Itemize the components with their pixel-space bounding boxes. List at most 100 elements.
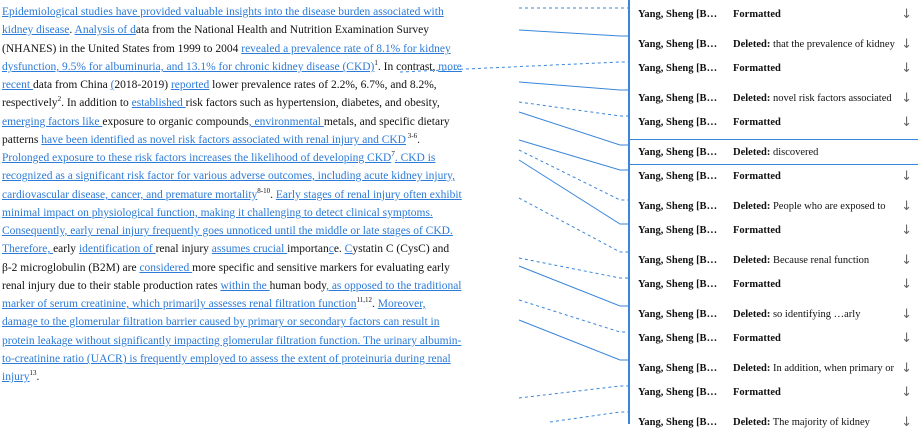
revision-author: Yang, Sheng [B… (638, 332, 718, 344)
tracked-insertion: protein leakage without significantly im… (2, 335, 462, 347)
document-line[interactable]: emerging factors like exposure to organi… (2, 116, 516, 129)
expand-arrow-icon[interactable]: ↓ (901, 222, 912, 238)
expand-arrow-icon[interactable]: ↓ (901, 252, 912, 268)
revision-detail-text: novel risk factors associated (770, 92, 892, 104)
expand-arrow-icon[interactable]: ↓ (901, 276, 912, 292)
revision-author: Yang, Sheng [B… (638, 224, 718, 236)
tracked-insertion: emerging factors like (2, 116, 103, 128)
document-line[interactable]: protein leakage without significantly im… (2, 335, 516, 348)
citation-superscript: 2 (57, 95, 62, 104)
revision-detail-text: discovered (770, 146, 819, 158)
tracked-insertion: Therefore, (2, 243, 54, 255)
revision-author: Yang, Sheng [B… (638, 254, 718, 266)
expand-arrow-icon[interactable]: ↓ (901, 414, 912, 430)
document-line[interactable]: recognized as a significant risk factor … (2, 170, 516, 183)
citation-superscript: 7 (391, 150, 395, 159)
expand-arrow-icon[interactable]: ↓ (901, 198, 912, 214)
text-run: β-2 microglobulin (B2M) are (2, 262, 140, 274)
revision-deleted-item[interactable]: Yang, Sheng [B…Deleted: novel risk facto… (630, 86, 918, 110)
document-line[interactable]: recent data from China (2018-2019) repor… (2, 79, 516, 92)
text-run: . (371, 298, 378, 310)
expand-arrow-icon[interactable]: ↓ (901, 330, 912, 346)
document-line[interactable]: β-2 microglobulin (B2M) are considered m… (2, 262, 516, 275)
revision-formatted-item[interactable]: Yang, Sheng [B… Formatted ↓ (630, 326, 918, 350)
tracked-insertion: dysfunction, 9.5% for albuminuria, and 1… (2, 61, 375, 73)
revision-type-label: Deleted: (733, 308, 771, 320)
revision-formatted-item[interactable]: Yang, Sheng [B…Formatted↓ (630, 164, 918, 188)
revision-deleted-item[interactable]: Yang, Sheng [B…Deleted: People who are e… (630, 194, 918, 218)
revision-deleted-item[interactable]: Yang, Sheng [B…Deleted: Because renal fu… (630, 248, 918, 272)
tracked-insertion: Early stages of renal injury often exhib… (275, 189, 462, 201)
revision-type-label: Formatted (733, 332, 781, 344)
revision-formatted-item[interactable]: Yang, Sheng [B…Formatted↓ (630, 110, 918, 134)
text-run: lower prevalence rates of 2.2%, 6.7%, an… (209, 79, 437, 91)
revision-description: Formatted (733, 387, 903, 398)
tracked-insertion: . CKD is (394, 152, 436, 164)
expand-arrow-icon[interactable]: ↓ (901, 6, 912, 22)
text-run: importan (287, 243, 329, 255)
tracked-insertion: revealed a prevalence rate of 8.1% for k… (241, 43, 451, 55)
expand-arrow-icon[interactable]: ↓ (901, 60, 912, 76)
revision-formatted-item[interactable]: Yang, Sheng [B…Formatted↓ (630, 272, 918, 296)
revision-connector (518, 29, 630, 37)
revision-detail-text: Because renal function (770, 254, 870, 266)
document-line[interactable]: Therefore, early identification of renal… (2, 243, 516, 256)
tracked-insertion: recognized as a significant risk factor … (2, 170, 456, 182)
revision-formatted-item[interactable]: Yang, Sheng [B… Formatted↓ (630, 218, 918, 242)
document-line[interactable]: respectively2. In addition to establishe… (2, 95, 516, 110)
revision-description: Deleted: so identifying …arly (733, 309, 903, 320)
revision-deleted-item[interactable]: Yang, Sheng [B…Deleted: so identifying …… (630, 302, 918, 326)
tracked-insertion: Prolonged exposure to these risk factors… (2, 152, 392, 164)
expand-arrow-icon[interactable]: ↓ (901, 36, 912, 52)
document-line[interactable]: renal injury due to their stable product… (2, 280, 516, 293)
document-line[interactable]: minimal impact on physiological function… (2, 207, 516, 220)
revision-type-label: Formatted (733, 278, 781, 290)
document-line[interactable]: (NHANES) in the United States from 1999 … (2, 43, 516, 56)
citation-superscript: 8-10 (257, 187, 271, 196)
tracked-insertion: to-creatinine ratio (UACR) is frequently… (2, 353, 451, 365)
document-line[interactable]: to-creatinine ratio (UACR) is frequently… (2, 353, 516, 366)
revision-description: Deleted: In addition, when primary or (733, 363, 903, 374)
text-run: exposure to organic compounds (102, 116, 249, 128)
tracked-insertion: C (344, 243, 353, 255)
expand-arrow-icon[interactable]: ↓ (901, 384, 912, 400)
document-line[interactable]: Epidemiological studies have provided va… (2, 6, 516, 19)
document-line[interactable]: Consequently, early renal injury frequen… (2, 225, 516, 238)
document-line[interactable]: Prolonged exposure to these risk factors… (2, 150, 516, 165)
expand-arrow-icon[interactable]: ↓ (901, 114, 912, 130)
revision-connector (518, 159, 630, 225)
document-line[interactable]: patterns have been identified as novel r… (2, 133, 516, 147)
revision-type-label: Deleted: (733, 362, 771, 374)
text-run: e. (333, 243, 345, 255)
revision-formatted-item[interactable]: Yang, Sheng [B…Formatted↓ (630, 2, 918, 26)
revision-type-label: Deleted: (733, 200, 771, 212)
document-line[interactable]: damage to the glomerular filtration barr… (2, 316, 516, 329)
revision-author: Yang, Sheng [B… (638, 38, 718, 50)
document-body[interactable]: Epidemiological studies have provided va… (0, 0, 518, 424)
text-run: early (53, 243, 79, 255)
document-line[interactable]: kidney disease. Analysis of data from th… (2, 24, 516, 37)
document-line[interactable]: cardiovascular disease, cancer, and prem… (2, 187, 516, 202)
expand-arrow-icon[interactable]: ↓ (901, 306, 912, 322)
document-line[interactable]: marker of serum creatinine, which primar… (2, 297, 516, 311)
revision-deleted-item[interactable]: Yang, Sheng [B… Deleted: that the prevale… (630, 32, 918, 56)
expand-arrow-icon[interactable]: ↓ (901, 90, 912, 106)
revision-description: Formatted (733, 279, 903, 290)
revision-description: Formatted (733, 225, 903, 236)
revision-description: Deleted: that the prevalence of kidney (733, 39, 903, 50)
tracked-insertion: injury (2, 371, 30, 383)
tracked-insertion: established (131, 97, 186, 109)
document-line[interactable]: injury13. (2, 370, 516, 384)
expand-arrow-icon[interactable]: ↓ (901, 168, 912, 184)
revision-deleted-item[interactable]: Yang, Sheng [B…Deleted: discovered (630, 139, 918, 165)
document-line[interactable]: dysfunction, 9.5% for albuminuria, and 1… (2, 60, 516, 74)
text-run: ata from the National Health and Nutriti… (135, 24, 430, 36)
revision-deleted-item[interactable]: Yang, Sheng [B…Deleted: In addition, whe… (630, 356, 918, 380)
revision-type-label: Formatted (733, 170, 781, 182)
revision-formatted-item[interactable]: Yang, Sheng [B…Formatted↓ (630, 56, 918, 80)
revision-type-label: Formatted (733, 386, 781, 398)
tracked-insertion: , as opposed to the traditional (326, 280, 462, 292)
revision-deleted-item[interactable]: Yang, Sheng [B…Deleted: The majority of … (630, 410, 918, 434)
revision-formatted-item[interactable]: Yang, Sheng [B…Formatted↓ (630, 380, 918, 404)
expand-arrow-icon[interactable]: ↓ (901, 360, 912, 376)
